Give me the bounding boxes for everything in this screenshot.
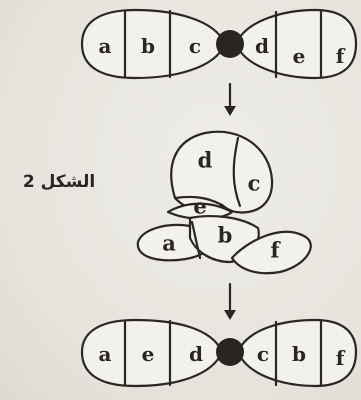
mid-label-b: b [218,223,233,248]
bottom-label-5: b [292,342,306,366]
mid-label-c: c [248,171,261,196]
bottom-label-2: e [142,342,155,366]
top-label-1: a [99,34,112,58]
bottom-label-4: c [257,342,269,366]
mid-label-e: e [193,194,206,219]
top-centromere [216,30,244,58]
figure-label: الشكل 2 [4,172,114,192]
bottom-label-1: a [99,342,112,366]
bottom-label-3: d [189,342,203,366]
arrow-down-2 [224,284,236,320]
top-label-2: b [141,34,155,58]
top-label-5: e [293,44,306,68]
bottom-centromere [216,338,244,366]
top-label-4: d [255,34,269,58]
mid-label-a: a [162,231,176,256]
mid-label-d: d [198,148,213,173]
bottom-label-6: f [336,346,346,370]
top-label-6: f [336,44,346,68]
top-label-3: c [189,34,201,58]
arrow-down-1 [224,84,236,116]
